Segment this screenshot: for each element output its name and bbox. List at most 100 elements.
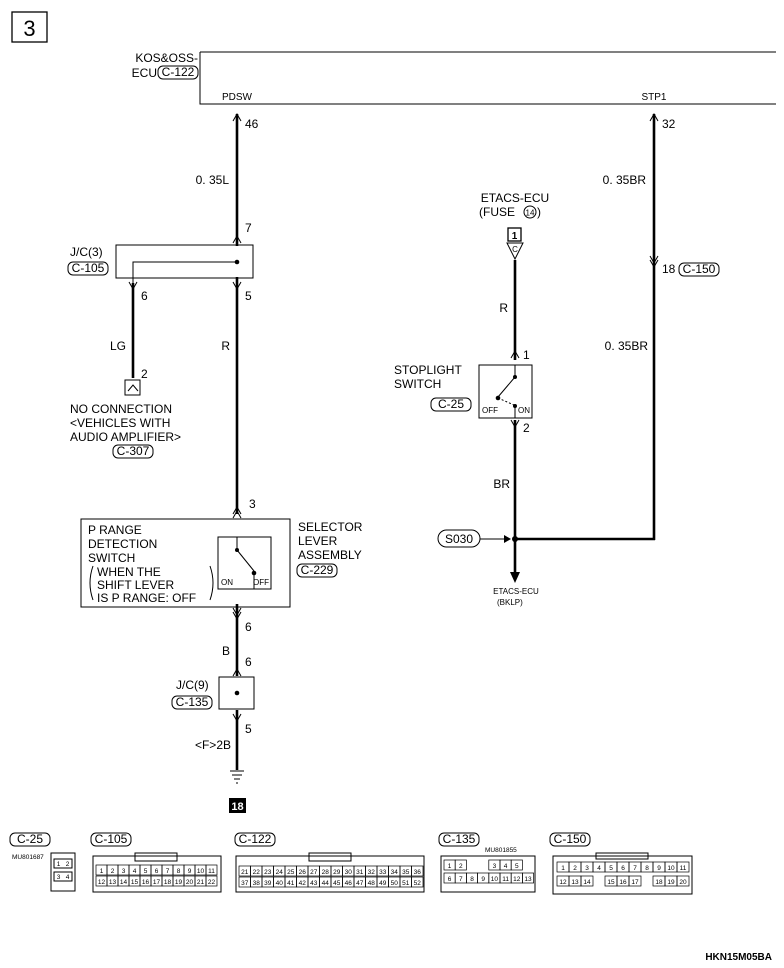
connector-pin-number: 36: [414, 869, 422, 876]
connector-pin-cell: [580, 875, 594, 887]
pin-stop1: 1: [523, 348, 530, 362]
connector-pin-number: 9: [657, 865, 661, 872]
etacs-fuse-number: 14: [526, 209, 535, 218]
connector-pin-number: 47: [356, 880, 364, 887]
connector-pin-number: 17: [631, 879, 639, 886]
selector-line1: SELECTOR: [298, 520, 363, 534]
etacs-fuse-line1: ETACS-ECU: [481, 191, 549, 205]
page-number-box: 3: [11, 11, 48, 43]
junction-jc9: J/C(9) C-135: [171, 676, 255, 710]
connector-pin-number: 5: [609, 865, 613, 872]
connector-pin-cell: [510, 859, 523, 871]
prange-line2: DETECTION: [88, 537, 157, 551]
connector-pin-number: 3: [122, 868, 126, 875]
ecu-connector: C-122: [162, 65, 195, 79]
connector-pin-number: 18: [655, 879, 663, 886]
connector-pin-number: 7: [166, 868, 170, 875]
etacs-bklp-line1: ETACS-ECU: [493, 587, 539, 596]
ecu-name-line1: KOS&OSS-: [135, 51, 198, 65]
wire-br: BR: [493, 477, 510, 491]
connector-pin-number: 34: [391, 869, 399, 876]
nc-connector: C-307: [117, 444, 150, 458]
connector-pin-number: 12: [559, 879, 567, 886]
stoplight-line2: SWITCH: [394, 377, 441, 391]
jc3-name: J/C(3): [70, 245, 103, 259]
jc9-connector: C-135: [176, 695, 209, 709]
nc-line1: NO CONNECTION: [70, 402, 172, 416]
connector-pin-number: 11: [680, 865, 687, 872]
splice-label: S030: [445, 532, 473, 546]
connector-pin-number: 35: [402, 869, 410, 876]
stoplight-circuit: ETACS-ECU (FUSE 14 ) 1 C R 1 OFF ON STOP…: [394, 191, 549, 607]
connector-pin-number: 15: [131, 879, 139, 886]
prange-line4: WHEN THE: [97, 565, 161, 579]
pin-c150: 18: [662, 262, 676, 276]
connector-pin-number: 25: [287, 869, 295, 876]
connector-pin-number: 48: [368, 880, 376, 887]
connector-pin-number: 2: [573, 865, 577, 872]
pin-stop2: 2: [523, 421, 530, 435]
connector-pin-number: 1: [100, 868, 104, 875]
connector-pin-number: 19: [175, 879, 183, 886]
etacs-fuse-line2: (FUSE: [479, 205, 515, 219]
connector-pin-number: 32: [368, 869, 376, 876]
connector-pin-number: 7: [459, 876, 463, 883]
connector-pin-number: 28: [322, 869, 330, 876]
pin-pdsw: 46: [245, 117, 259, 131]
connector-pin-number: 20: [679, 879, 687, 886]
connector-pin-number: 22: [253, 869, 261, 876]
jc9-name: J/C(9): [176, 678, 209, 692]
conn-c25-label: C-25: [17, 832, 43, 846]
connector-pin-cell: [411, 876, 424, 888]
selector-connector: C-229: [301, 563, 334, 577]
pin-jc9-in: 6: [245, 655, 252, 669]
connector-pin-number: 49: [379, 880, 387, 887]
connector-pin-number: 7: [633, 865, 637, 872]
fuse-connector-number: 1: [512, 231, 518, 242]
nc-line3: AUDIO AMPLIFIER>: [70, 430, 181, 444]
connector-pin-cell: [205, 875, 218, 887]
connector-pin-number: 13: [524, 876, 532, 883]
conn-c105-label: C-105: [95, 832, 128, 846]
conn-c122-label: C-122: [239, 832, 272, 846]
connector-pin-number: 10: [667, 865, 675, 872]
pin-jc3-out-lg: 6: [141, 289, 148, 303]
stoplight-connector: C-25: [438, 397, 464, 411]
signal-pdsw: PDSW: [222, 92, 253, 103]
connector-pin-number: 14: [583, 879, 591, 886]
connector-pin-number: 3: [493, 863, 497, 870]
connector-pin-number: 26: [299, 869, 307, 876]
connector-pin-number: 18: [164, 879, 172, 886]
jc3-connector: C-105: [72, 261, 105, 275]
connector-pin-number: 22: [208, 879, 216, 886]
connector-pin-number: 31: [356, 869, 364, 876]
wire-035l: 0. 35L: [196, 173, 230, 187]
connector-pin-number: 13: [109, 879, 117, 886]
connector-pin-number: 8: [470, 876, 474, 883]
prange-line3: SWITCH: [88, 551, 135, 565]
left-wire: 46 0. 35L 7 5 R 3 6 B 6 5 <F>2B: [195, 112, 259, 770]
pin-sel-bot: 6: [245, 620, 252, 634]
connector-pin-number: 4: [504, 863, 508, 870]
connector-pin-cell: [676, 875, 690, 887]
wire-035br-top: 0. 35BR: [603, 173, 647, 187]
ecu-name-line2: ECU: [132, 66, 157, 80]
prange-line1: P RANGE: [88, 523, 142, 537]
connector-pin-cell: [454, 859, 467, 871]
connector-pin-number: 11: [502, 876, 509, 883]
connector-pin-number: 52: [414, 880, 422, 887]
connector-pin-number: 10: [491, 876, 499, 883]
connector-pin-number: 38: [253, 880, 261, 887]
connector-pin-number: 8: [177, 868, 181, 875]
connector-pin-number: 6: [155, 868, 159, 875]
connector-pin-number: 43: [310, 880, 318, 887]
connector-pin-number: 45: [333, 880, 341, 887]
connector-pin-number: 11: [208, 868, 215, 875]
wire-b: B: [222, 644, 230, 658]
conn-c135-code: MU801855: [485, 847, 517, 854]
conn-c25-pin: 2: [66, 861, 70, 868]
ground-symbol: 18: [229, 770, 246, 813]
